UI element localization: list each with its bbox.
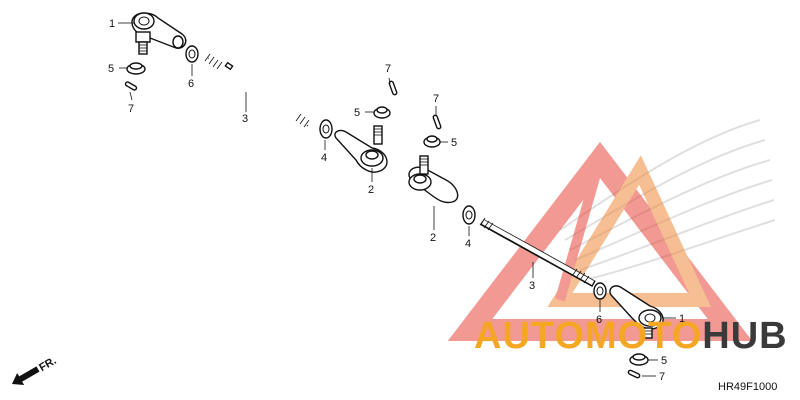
callout-3-right: 3 (529, 280, 535, 292)
cotter-pin-right-top (432, 114, 442, 130)
brand-text-part2: HUB (702, 315, 787, 357)
tie-rod-end-2-right (408, 155, 459, 204)
tie-rod-end-2-left (334, 125, 388, 173)
cotter-pin-middle (388, 80, 398, 96)
callout-4-right: 4 (465, 238, 471, 250)
callout-2-left: 2 (368, 184, 374, 196)
nut-6-left (185, 45, 199, 63)
callout-5-bottom-right: 5 (661, 355, 667, 367)
callout-7-right-top: 7 (433, 93, 439, 105)
callout-7-bottom-right: 7 (659, 371, 665, 383)
callout-3-left: 3 (242, 113, 248, 125)
nut-4-right (462, 205, 476, 225)
callout-4-left: 4 (321, 152, 327, 164)
tie-rod-right (479, 217, 596, 288)
nut-6-right (593, 282, 607, 300)
castle-nut-top-left (126, 62, 146, 75)
castle-nut-right-top (423, 135, 441, 148)
callout-labels: 1 5 7 6 3 4 2 5 7 7 5 2 4 3 6 1 5 7 2 (108, 18, 685, 383)
callout-6-left: 6 (188, 78, 194, 90)
callout-1-bottom-right: 1 (679, 313, 685, 325)
tie-rod-end-bottom-right (609, 285, 664, 339)
tie-rod-left (204, 53, 310, 128)
callout-2-right: 2 (430, 232, 436, 244)
callout-5-top-left: 5 (108, 63, 114, 75)
callout-6-right: 6 (596, 314, 602, 326)
tie-rod-end-top-left (131, 12, 187, 55)
front-direction-arrow: FR. (12, 355, 59, 386)
diagram-code: HR49F1000 (718, 381, 777, 393)
callout-7-middle: 7 (385, 63, 391, 75)
cotter-pin-top-left (124, 81, 138, 91)
castle-nut-bottom-right (629, 353, 649, 366)
brand-watermark: AUTOMOTOHUB (474, 315, 788, 357)
leader-lines (118, 22, 676, 377)
callout-1-top-left: 1 (109, 18, 115, 30)
svg-text:AUTOMOTOHUB: AUTOMOTOHUB (474, 315, 788, 357)
arrow-icon (12, 366, 40, 386)
callout-5-right-top: 5 (451, 137, 457, 149)
castle-nut-middle (373, 106, 391, 119)
brand-text-part1: AUTOMOTO (474, 315, 702, 357)
callout-5-middle: 5 (354, 107, 360, 119)
nut-4-left (319, 119, 333, 139)
callout-7-top-left: 7 (128, 103, 134, 115)
direction-label: FR. (37, 355, 58, 374)
cotter-pin-bottom-right (627, 369, 641, 379)
